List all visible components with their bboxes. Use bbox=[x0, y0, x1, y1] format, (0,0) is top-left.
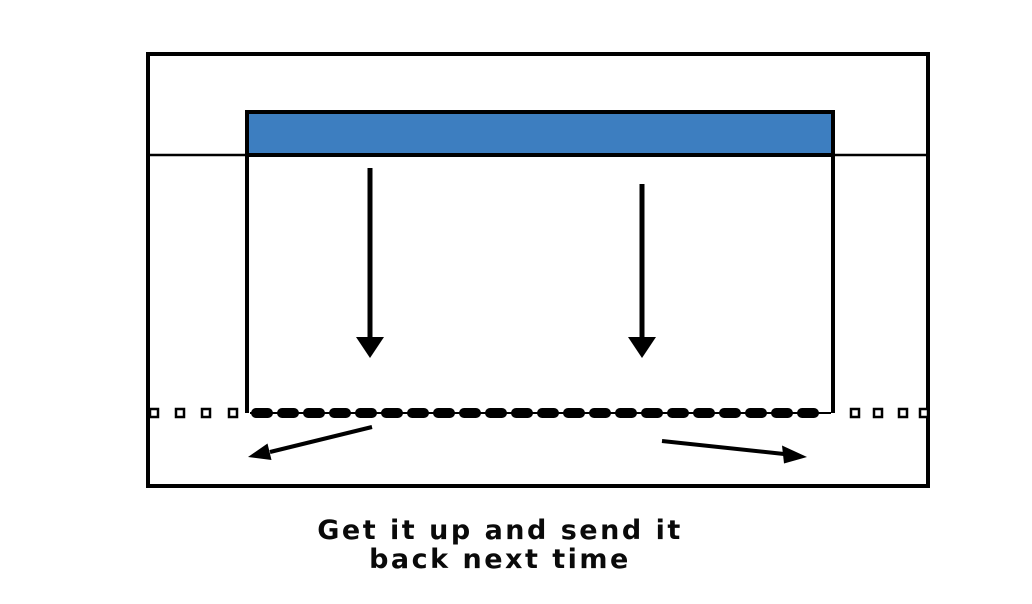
down-arrow-left-icon bbox=[356, 168, 384, 358]
down-arrow-right-icon bbox=[628, 184, 656, 358]
dotted-edge-right bbox=[849, 407, 930, 419]
blue-bar bbox=[245, 110, 835, 157]
dotted-edge-left bbox=[148, 407, 239, 419]
diagonal-arrow-right-icon bbox=[661, 439, 807, 464]
caption-line-1: Get it up and send it bbox=[317, 515, 683, 546]
diagonal-arrow-left-icon bbox=[248, 425, 373, 460]
outer-frame bbox=[146, 52, 930, 488]
caption: Get it up and send it back next time bbox=[317, 516, 682, 574]
caption-line-2: back next time bbox=[369, 544, 631, 575]
